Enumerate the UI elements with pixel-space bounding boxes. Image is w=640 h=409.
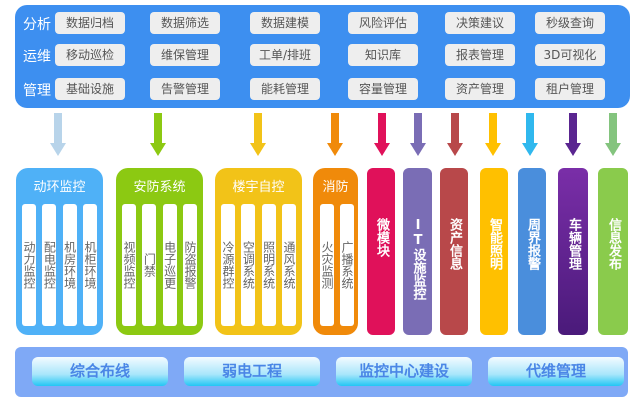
subsystem-column[interactable]: 微模块 (367, 168, 395, 335)
subsystem-column[interactable]: IT设施监控 (403, 168, 432, 335)
arrow-head (50, 143, 66, 156)
function-button[interactable]: 容量管理 (348, 78, 418, 100)
column-label: 资产信息 (447, 218, 462, 270)
bottom-service-panel: 综合布线弱电工程监控中心建设代维管理 (15, 347, 628, 397)
arrow-shaft (54, 113, 62, 145)
function-button[interactable]: 能耗管理 (250, 78, 320, 100)
subsystem-item[interactable]: 动力监控 (22, 204, 36, 326)
subsystem-item[interactable]: 广播系统 (340, 204, 354, 326)
arrow-shaft (254, 113, 262, 145)
down-arrow-icon (250, 113, 266, 157)
function-button[interactable]: 风险评估 (348, 12, 418, 34)
subsystem-item[interactable]: 机房环境 (62, 204, 77, 326)
arrow-shaft (489, 113, 497, 145)
subsystem-item[interactable]: 配电监控 (42, 204, 57, 326)
arrow-shaft (609, 113, 617, 145)
arrow-head (150, 143, 166, 156)
subsystem-item[interactable]: 空调系统 (241, 204, 256, 326)
group-title: 安防系统 (133, 180, 186, 195)
down-arrow-icon (374, 113, 390, 157)
arrow-shaft (378, 113, 386, 145)
service-button[interactable]: 代维管理 (488, 357, 624, 386)
subsystem-item[interactable]: 火灾监测 (320, 204, 334, 326)
down-arrow-icon (327, 113, 343, 157)
function-button[interactable]: 秒级查询 (535, 12, 605, 34)
row-label: 分析 (23, 17, 51, 33)
subsystem-item[interactable]: 照明系统 (261, 204, 276, 326)
arrow-shaft (331, 113, 339, 145)
column-label: 周界报警 (525, 218, 540, 270)
function-button[interactable]: 数据建模 (250, 12, 320, 34)
arrow-head (485, 143, 501, 156)
column-label: 微模块 (374, 218, 389, 257)
function-button[interactable]: 知识库 (348, 44, 418, 66)
arrow-head (410, 143, 426, 156)
arrow-shaft (526, 113, 534, 145)
subsystem-item[interactable]: 机柜环境 (83, 204, 97, 326)
column-label: 车辆管理 (566, 218, 581, 270)
function-button[interactable]: 工单/排班 (250, 44, 320, 66)
function-button[interactable]: 移动巡检 (55, 44, 125, 66)
service-button[interactable]: 弱电工程 (184, 357, 320, 386)
subsystem-column[interactable]: 资产信息 (440, 168, 468, 335)
down-arrow-icon (565, 113, 581, 157)
down-arrow-icon (447, 113, 463, 157)
arrow-head (374, 143, 390, 156)
subsystem-item[interactable]: 电子巡更 (162, 204, 177, 326)
arrow-shaft (414, 113, 422, 145)
column-label: 智能照明 (487, 218, 502, 270)
subsystem-item[interactable]: 门禁 (142, 204, 157, 326)
function-button[interactable]: 基础设施 (55, 78, 125, 100)
subsystem-item[interactable]: 冷源群控 (221, 204, 235, 326)
subsystem-group: 动环监控动力监控配电监控机房环境机柜环境 (16, 168, 103, 335)
group-title: 动环监控 (33, 180, 86, 195)
subsystem-group: 安防系统视频监控门禁电子巡更防盗报警 (116, 168, 203, 335)
service-button[interactable]: 监控中心建设 (336, 357, 472, 386)
arrow-shaft (154, 113, 162, 145)
subsystem-column[interactable]: 车辆管理 (558, 168, 588, 335)
service-button[interactable]: 综合布线 (32, 357, 168, 386)
function-button[interactable]: 数据归档 (55, 12, 125, 34)
down-arrow-icon (410, 113, 426, 157)
subsystem-item[interactable]: 通风系统 (282, 204, 296, 326)
arrow-head (327, 143, 343, 156)
subsystem-item[interactable]: 防盗报警 (183, 204, 197, 326)
arrow-head (522, 143, 538, 156)
down-arrow-icon (605, 113, 621, 157)
group-title: 消防 (322, 180, 349, 195)
arrow-head (447, 143, 463, 156)
down-arrow-icon (485, 113, 501, 157)
arrow-shaft (569, 113, 577, 145)
function-button[interactable]: 告警管理 (150, 78, 220, 100)
arrow-head (250, 143, 266, 156)
down-arrow-icon (50, 113, 66, 157)
subsystem-item[interactable]: 视频监控 (122, 204, 136, 326)
subsystem-group: 消防火灾监测广播系统 (313, 168, 358, 335)
function-button[interactable]: 数据筛选 (150, 12, 220, 34)
down-arrow-icon (522, 113, 538, 157)
subsystem-column[interactable]: 智能照明 (480, 168, 508, 335)
column-label: 信息发布 (606, 218, 621, 270)
arrow-head (605, 143, 621, 156)
column-label: IT设施监控 (410, 218, 426, 300)
group-title: 楼宇自控 (232, 180, 285, 195)
function-button[interactable]: 资产管理 (445, 78, 515, 100)
top-application-panel: 分析数据归档 数据筛选 数据建模 风险评估 决策建议秒级查询运维移动巡检 维保管理 工单/排… (15, 5, 630, 108)
arrow-shaft (451, 113, 459, 145)
function-button[interactable]: 3D可视化 (535, 44, 605, 66)
function-button[interactable]: 维保管理 (150, 44, 220, 66)
row-label: 管理 (23, 83, 51, 99)
row-label: 运维 (23, 49, 51, 65)
arrow-head (565, 143, 581, 156)
down-arrow-icon (150, 113, 166, 157)
function-button[interactable]: 租户管理 (535, 78, 605, 100)
subsystem-column[interactable]: 周界报警 (518, 168, 546, 335)
subsystem-column[interactable]: 信息发布 (598, 168, 628, 335)
function-button[interactable]: 决策建议 (445, 12, 515, 34)
subsystem-group: 楼宇自控冷源群控空调系统照明系统通风系统 (215, 168, 302, 335)
function-button[interactable]: 报表管理 (445, 44, 515, 66)
